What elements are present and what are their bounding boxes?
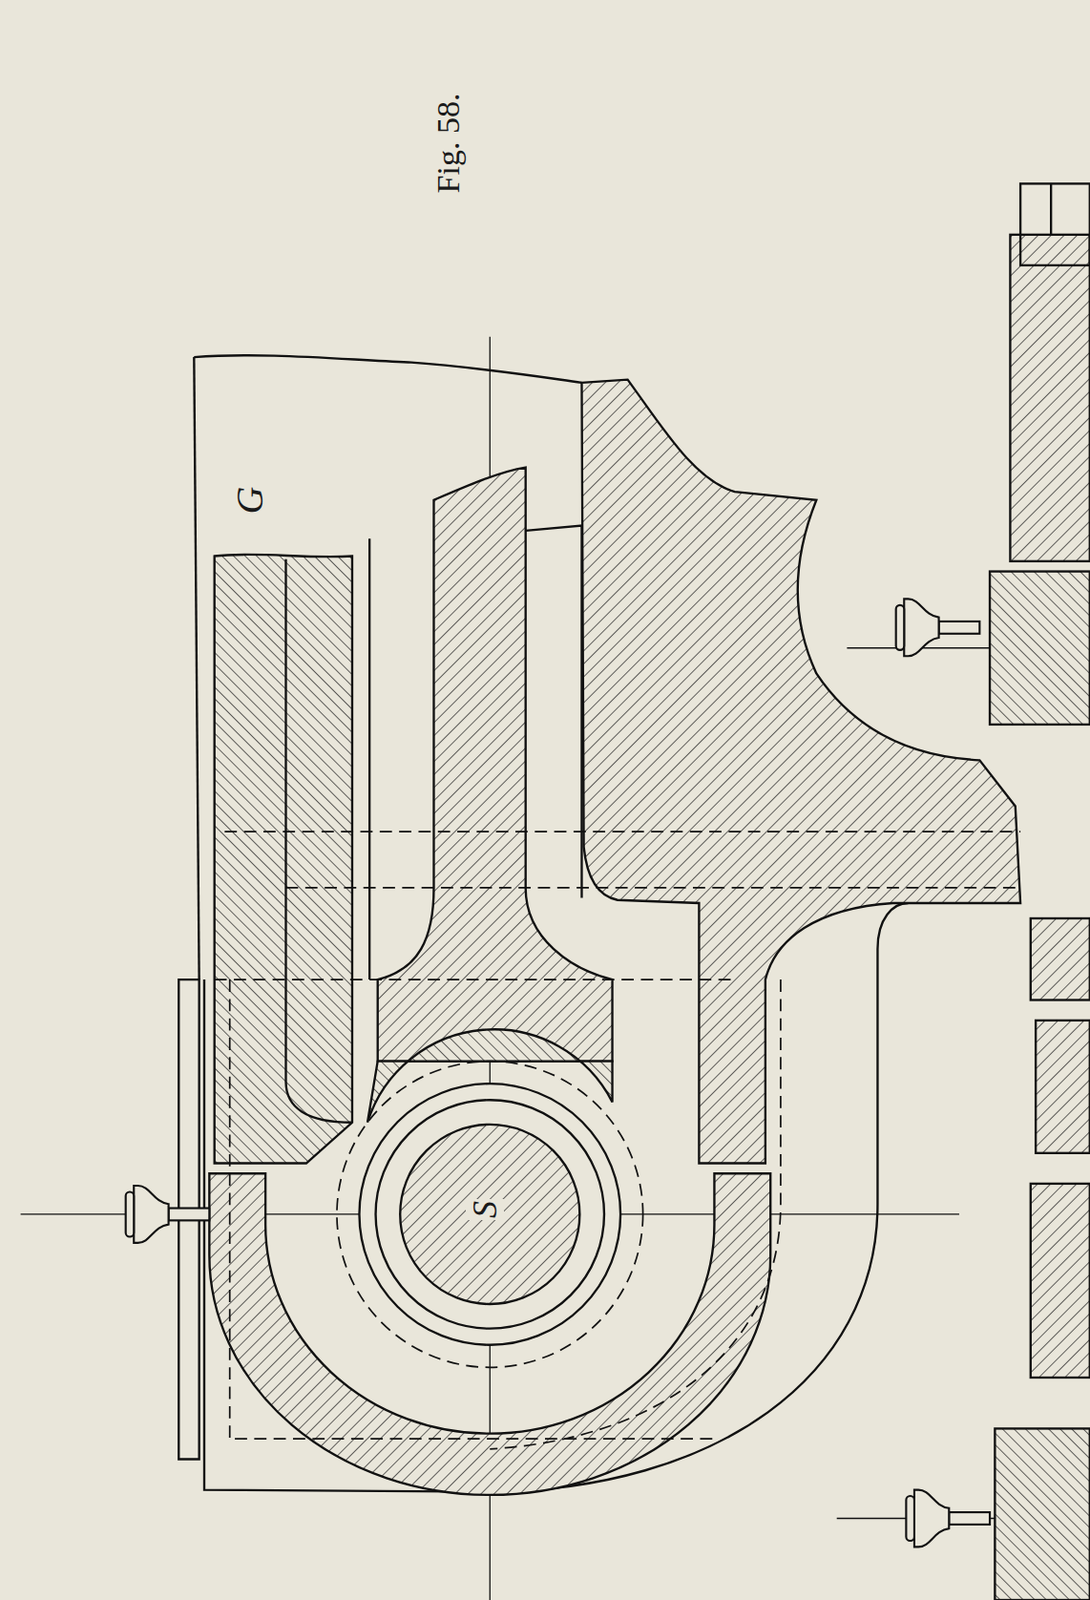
part-letter: S	[465, 1198, 504, 1220]
figure-caption: Fig. 58.	[432, 92, 465, 193]
part-letter: G	[230, 485, 270, 514]
